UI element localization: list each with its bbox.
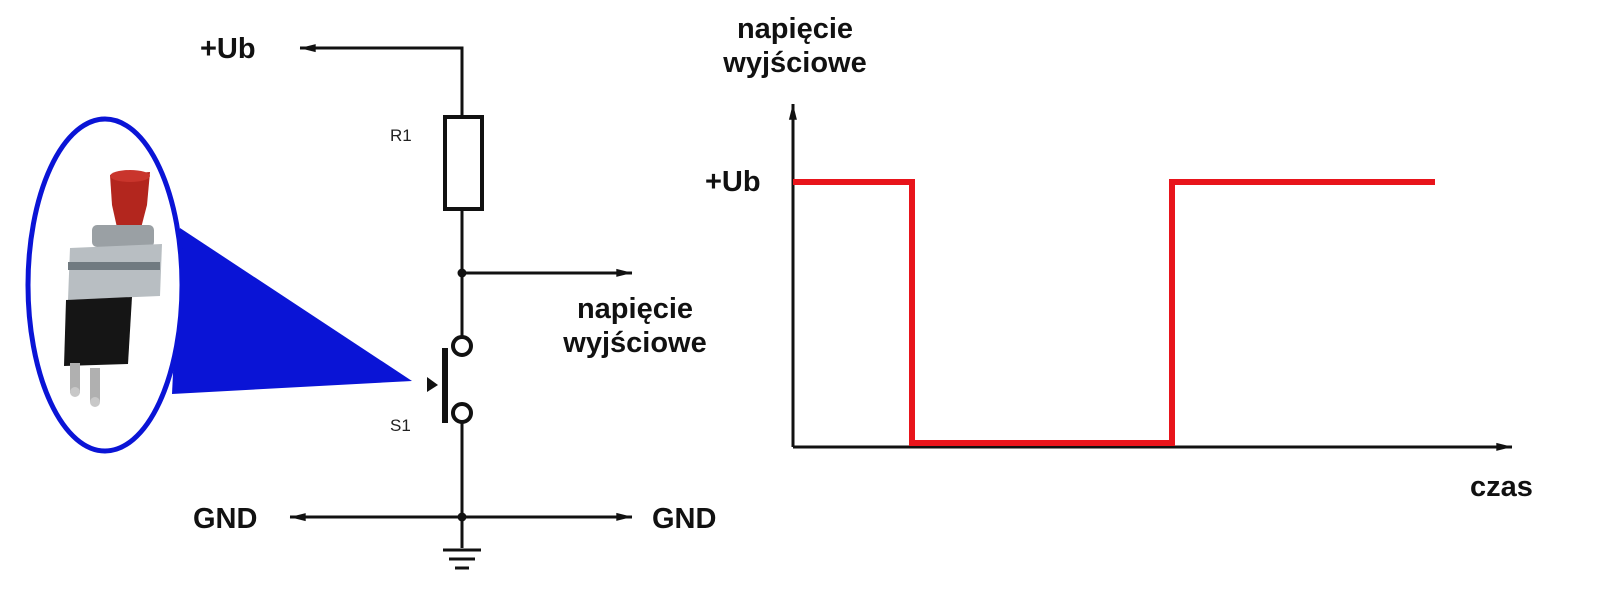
y-label-line2: wyjściowe xyxy=(723,47,867,79)
output-label-line1: napięcie xyxy=(576,293,694,325)
junction-dot xyxy=(457,268,467,278)
x-axis-label: czas xyxy=(1470,471,1533,503)
pushbutton-photo xyxy=(64,170,162,407)
switch-contact-bottom xyxy=(451,402,473,424)
ground-symbol xyxy=(443,548,481,570)
switch-contact-top xyxy=(451,335,473,357)
switch-label: S1 xyxy=(390,416,411,435)
resistor-r1 xyxy=(443,115,484,211)
supply-label: +Ub xyxy=(200,33,256,65)
output-label-line2: wyjściowe xyxy=(563,327,707,359)
supply-wire xyxy=(299,44,464,117)
callout-wedge xyxy=(172,228,412,394)
gnd-left-label: GND xyxy=(193,503,258,535)
y-axis-label: napięcie wyjściowe xyxy=(690,12,900,80)
output-signal-line xyxy=(793,179,1435,446)
resistor-label: R1 xyxy=(390,126,412,145)
switch-actuator xyxy=(427,377,438,392)
gnd-right-label: GND xyxy=(652,503,717,535)
output-voltage-label: napięcie wyjściowe xyxy=(530,292,740,360)
y-tick-ub: +Ub xyxy=(705,166,761,198)
y-label-line1: napięcie xyxy=(736,13,854,45)
